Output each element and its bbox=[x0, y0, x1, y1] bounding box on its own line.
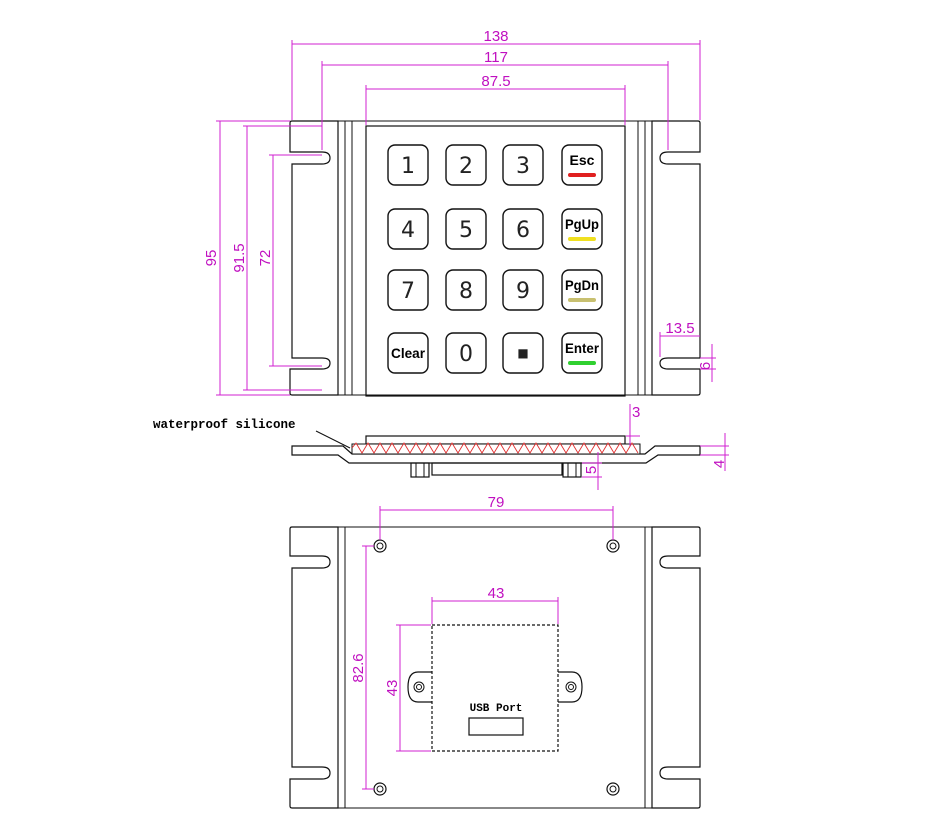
bottom-dimensions: 79 43 43 82.6 bbox=[350, 494, 614, 790]
dim-usb-width: 43 bbox=[488, 585, 505, 602]
key-label: 2 bbox=[459, 154, 473, 179]
dim-overall-width: 138 bbox=[483, 28, 508, 45]
stud-top-left bbox=[373, 539, 387, 553]
dim-mount-height: 91.5 bbox=[231, 243, 248, 272]
silicone-hatch bbox=[351, 442, 639, 454]
side-view: waterproof silicone bbox=[153, 418, 701, 478]
key-7[interactable]: 7 bbox=[387, 269, 429, 311]
key-4[interactable]: 4 bbox=[387, 208, 429, 250]
left-standoff bbox=[410, 462, 430, 478]
dim-mount-width: 117 bbox=[484, 49, 508, 66]
key-label: Esc bbox=[570, 152, 595, 168]
top-dimensions: 138 117 87.5 95 91.5 72 13.5 6 bbox=[203, 28, 716, 396]
key-label: 4 bbox=[401, 218, 415, 243]
key-label: 3 bbox=[516, 154, 530, 179]
usb-port bbox=[468, 717, 524, 736]
key-dot[interactable]: ■ bbox=[502, 332, 544, 374]
key-9[interactable]: 9 bbox=[502, 269, 544, 311]
key-label: 7 bbox=[401, 279, 415, 304]
key-2[interactable]: 2 bbox=[445, 144, 487, 186]
key-0[interactable]: 0 bbox=[445, 332, 487, 374]
key-label: 1 bbox=[401, 154, 415, 179]
key-pgup[interactable]: PgUp bbox=[561, 208, 603, 250]
bottom-left-flange bbox=[289, 526, 339, 809]
key-label: 5 bbox=[459, 218, 473, 243]
dim-stud-span: 79 bbox=[488, 494, 505, 511]
color-indicator-bar bbox=[568, 237, 596, 241]
key-label: PgUp bbox=[565, 216, 599, 232]
key-label: 8 bbox=[459, 279, 473, 304]
key-esc[interactable]: Esc bbox=[561, 144, 603, 186]
key-1[interactable]: 1 bbox=[387, 144, 429, 186]
key-clear[interactable]: Clear bbox=[387, 332, 429, 374]
key-label: Enter bbox=[565, 340, 600, 356]
bottom-right-flange bbox=[651, 526, 701, 809]
dim-plate-thickness: 4 bbox=[711, 460, 728, 468]
color-indicator-bar bbox=[568, 173, 596, 177]
rear-housing bbox=[431, 462, 563, 476]
label-waterproof-silicone: waterproof silicone bbox=[153, 418, 296, 432]
stud-top-right bbox=[606, 539, 620, 553]
dim-stud-vertical: 82.6 bbox=[350, 653, 367, 682]
key-6[interactable]: 6 bbox=[502, 208, 544, 250]
dim-panel-width: 87.5 bbox=[481, 73, 510, 90]
key-label: ■ bbox=[517, 346, 528, 360]
usb-module bbox=[431, 624, 559, 752]
dim-slot-width: 13.5 bbox=[665, 320, 694, 337]
left-flange bbox=[289, 120, 339, 396]
dim-panel-height: 72 bbox=[257, 250, 274, 267]
key-enter[interactable]: Enter bbox=[561, 332, 603, 374]
key-label: 0 bbox=[459, 342, 473, 367]
color-indicator-bar bbox=[568, 361, 596, 365]
usb-ear-left bbox=[407, 671, 432, 703]
keypad-panel bbox=[365, 125, 626, 397]
key-label: PgDn bbox=[565, 277, 599, 293]
right-standoff bbox=[562, 462, 582, 478]
usb-ear-right bbox=[558, 671, 583, 703]
color-indicator-bar bbox=[568, 298, 596, 302]
key-8[interactable]: 8 bbox=[445, 269, 487, 311]
key-label: 9 bbox=[516, 279, 530, 304]
dim-key-height: 3 bbox=[632, 404, 640, 421]
label-usb-port: USB Port bbox=[470, 703, 523, 715]
dim-slot-height: 6 bbox=[697, 362, 714, 370]
dim-rear-depth: 5 bbox=[583, 466, 600, 474]
stud-bottom-right bbox=[606, 782, 620, 796]
key-label: 6 bbox=[516, 218, 530, 243]
key-5[interactable]: 5 bbox=[445, 208, 487, 250]
key-3[interactable]: 3 bbox=[502, 144, 544, 186]
key-label: Clear bbox=[391, 345, 426, 361]
dim-usb-height: 43 bbox=[384, 680, 401, 697]
bottom-view: USB Port bbox=[289, 526, 701, 809]
key-pgdn[interactable]: PgDn bbox=[561, 269, 603, 311]
stud-bottom-left bbox=[373, 782, 387, 796]
dim-overall-height: 95 bbox=[203, 250, 220, 267]
right-flange bbox=[651, 120, 701, 396]
side-dimensions: 3 4 5 bbox=[582, 404, 729, 490]
